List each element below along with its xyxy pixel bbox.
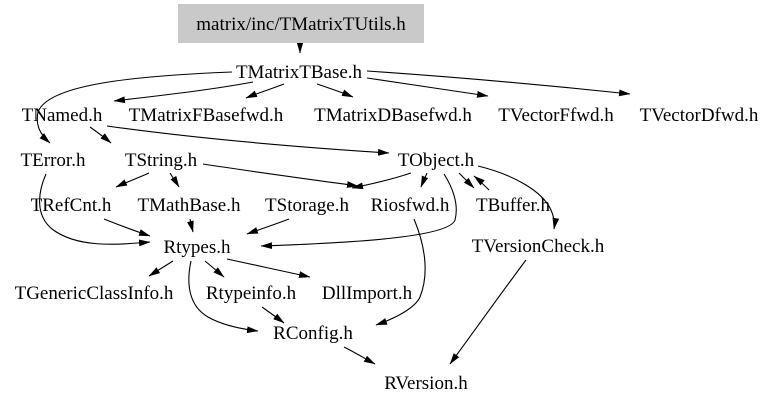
node-trefcnt[interactable]: TRefCnt.h <box>31 195 112 216</box>
node-tmatrixtbase[interactable]: TMatrixTBase.h <box>236 62 363 83</box>
node-root: matrix/inc/TMatrixTUtils.h <box>196 14 406 35</box>
edge-trefcnt-rtypes <box>103 218 151 237</box>
node-tgenericclassinfo[interactable]: TGenericClassInfo.h <box>15 283 174 304</box>
node-rconfig[interactable]: RConfig.h <box>273 323 353 344</box>
node-tmatrixdbasefwd[interactable]: TMatrixDBasefwd.h <box>314 105 472 126</box>
edge-tobject-tversioncheck <box>477 165 560 230</box>
edge-tmatrixtbase-tmatrixdbasefwd <box>316 83 354 98</box>
edge-tmatrixtbase-tnamed <box>113 81 254 104</box>
edge-tstring-trefcnt <box>115 172 150 188</box>
node-riosfwd[interactable]: Riosfwd.h <box>371 195 450 216</box>
node-tnamed[interactable]: TNamed.h <box>22 105 103 126</box>
edge-tbuffer-tobject <box>473 175 490 191</box>
edge-tmathbase-rtypes <box>187 218 194 233</box>
edge-tmatrixtbase-tmatrixfbasefwd <box>245 83 285 99</box>
edge-tmatrixtbase-tvectorffwd <box>366 77 489 98</box>
edge-rtypes-rconfig <box>188 260 259 334</box>
edge-rtypes-tgenericclassinfo <box>148 260 174 277</box>
edge-riosfwd-rconfig <box>375 218 426 326</box>
root-node-box <box>178 4 424 43</box>
edge-rconfig-rversion <box>343 346 376 365</box>
edge-tstorage-rtypes <box>246 218 290 235</box>
edge-tobject-tbuffer <box>458 172 475 189</box>
node-tbuffer[interactable]: TBuffer.h <box>476 195 551 216</box>
edge-tstring-tmathbase <box>169 172 180 188</box>
node-tmatrixfbasefwd[interactable]: TMatrixFBasefwd.h <box>129 105 284 126</box>
node-tversioncheck[interactable]: TVersionCheck.h <box>472 236 605 257</box>
edge-terror-rtypes <box>39 173 151 247</box>
edge-group <box>36 42 631 365</box>
edge-tmatrixtbase-tvectordfwd <box>366 70 631 97</box>
node-rversion[interactable]: RVersion.h <box>384 373 468 394</box>
node-rtypes[interactable]: Rtypes.h <box>163 237 231 258</box>
edge-tnamed-tstring <box>89 126 112 144</box>
node-tstorage[interactable]: TStorage.h <box>265 195 349 216</box>
edge-tstring-riosfwd <box>202 163 359 188</box>
edge-tversioncheck-rversion <box>449 259 527 365</box>
node-tvectorffwd[interactable]: TVectorFfwd.h <box>498 105 614 126</box>
node-tobject[interactable]: TObject.h <box>398 150 475 171</box>
node-dllimport[interactable]: DllImport.h <box>322 283 413 304</box>
node-tmathbase[interactable]: TMathBase.h <box>138 195 241 216</box>
edge-rtypeinfo-rconfig <box>261 306 285 324</box>
edge-tobject-tstorage <box>351 172 412 190</box>
edge-tobject-rtypes <box>260 173 457 250</box>
edge-rtypes-rtypeinfo <box>204 260 225 278</box>
node-tstring[interactable]: TString.h <box>125 150 198 171</box>
node-terror[interactable]: TError.h <box>21 150 86 171</box>
node-rtypeinfo[interactable]: Rtypeinfo.h <box>206 283 297 304</box>
edge-tmatrixtbase-terror <box>36 71 233 144</box>
edge-rtypes-dllimport <box>226 258 311 278</box>
edge-tnamed-tobject <box>106 125 390 156</box>
edge-tobject-riosfwd <box>420 172 429 188</box>
node-tvectordfwd[interactable]: TVectorDfwd.h <box>640 105 759 126</box>
